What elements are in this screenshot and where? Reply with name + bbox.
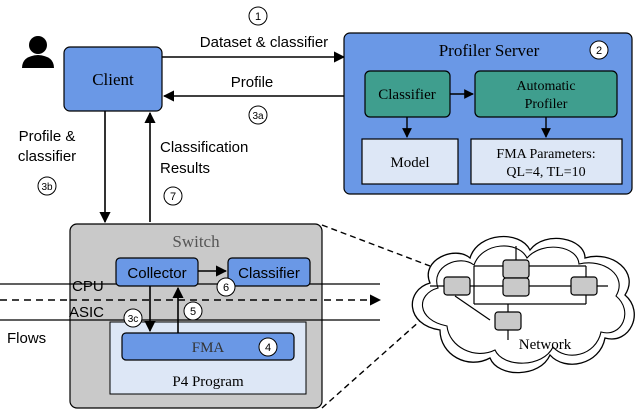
- step-7-badge: 7: [163, 186, 183, 206]
- svg-text:3b: 3b: [41, 182, 53, 193]
- step-6-badge: 6: [216, 277, 236, 297]
- network-cloud: Network: [411, 236, 635, 374]
- svg-text:3a: 3a: [252, 111, 264, 122]
- step-4-badge: 4: [258, 337, 278, 357]
- client-box: Client: [63, 46, 163, 112]
- fma-box: [121, 332, 295, 361]
- svg-text:1: 1: [255, 11, 261, 23]
- profiler-server: Profiler Server 2 Classifier Automatic P…: [343, 32, 633, 195]
- step-5-badge: 5: [183, 301, 203, 321]
- profiler-server-title: Profiler Server: [439, 41, 540, 60]
- flows-label: Flows: [7, 330, 46, 347]
- automatic-profiler-label-2: Profiler: [525, 97, 568, 112]
- svg-text:3c: 3c: [128, 314, 139, 325]
- collector-label: Collector: [127, 265, 186, 282]
- svg-text:4: 4: [265, 342, 271, 354]
- collector-box: [115, 257, 199, 287]
- step-3a-badge: 3a: [248, 105, 268, 125]
- switch-classifier-label: Classifier: [238, 265, 300, 282]
- client-label: Client: [92, 70, 134, 89]
- model-label: Model: [390, 155, 429, 171]
- network-label: Network: [519, 337, 572, 353]
- classification-results-label-1: Classification: [160, 139, 248, 156]
- user-icon: [22, 36, 54, 68]
- switch-title: Switch: [172, 232, 220, 251]
- step-2-badge: 2: [589, 40, 609, 60]
- profile-label: Profile: [231, 74, 274, 91]
- classification-results-label-2: Results: [160, 160, 210, 177]
- model-box: [361, 138, 459, 185]
- fma-label: FMA: [192, 340, 225, 356]
- step-3b-badge: 3b: [37, 176, 57, 196]
- profile-classifier-label-2: classifier: [18, 148, 76, 165]
- step-1-badge: 1: [248, 6, 268, 26]
- svg-text:5: 5: [190, 306, 196, 318]
- switch-classifier-box: [227, 257, 311, 287]
- profile-classifier-label-1: Profile &: [19, 128, 76, 145]
- automatic-profiler-label-1: Automatic: [516, 79, 575, 94]
- p4-program-label: P4 Program: [172, 374, 244, 390]
- fma-parameters-box: [470, 138, 623, 185]
- fma-parameters-label-1: FMA Parameters:: [496, 147, 595, 162]
- step-3c-badge: 3c: [123, 308, 143, 328]
- svg-text:7: 7: [170, 191, 176, 203]
- svg-text:6: 6: [223, 282, 229, 294]
- fma-parameters-label-2: QL=4, TL=10: [506, 165, 585, 180]
- svg-text:2: 2: [596, 45, 602, 57]
- switch: Switch P4 Program FMA 4 Collector Classi…: [69, 223, 323, 409]
- server-classifier-label: Classifier: [378, 87, 436, 103]
- dataset-classifier-label: Dataset & classifier: [200, 34, 328, 51]
- cpu-label: CPU: [72, 278, 104, 295]
- asic-label: ASIC: [69, 304, 104, 321]
